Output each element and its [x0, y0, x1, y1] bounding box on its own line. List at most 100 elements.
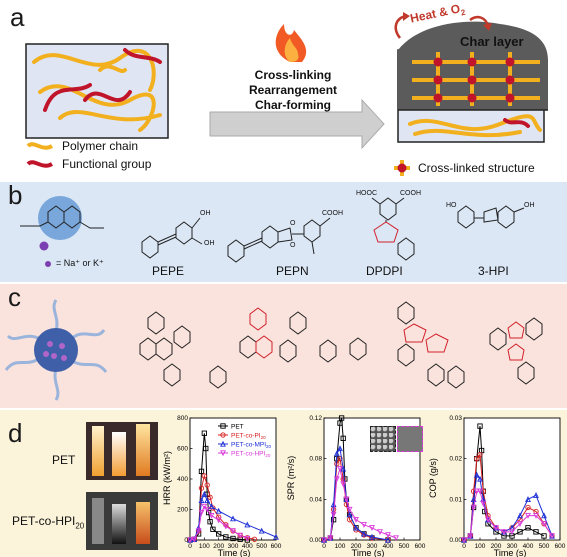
panel-c-structures — [4, 299, 543, 401]
sample-photo-3 — [136, 502, 150, 544]
y-tick-label: 800 — [177, 415, 188, 422]
data-point — [244, 521, 251, 528]
data-point — [340, 476, 346, 482]
data-point — [393, 535, 399, 542]
y-tick-label: 400 — [177, 476, 188, 483]
data-point — [541, 521, 547, 527]
legend-label: PET-co-HPI20 — [231, 451, 271, 459]
group-label-7: COOH — [322, 210, 343, 217]
data-point — [237, 532, 244, 539]
group-label-8: HO — [446, 202, 457, 209]
dpdpi-structure — [371, 197, 415, 261]
data-point — [517, 512, 523, 519]
data-point — [216, 531, 222, 537]
sample-photo-1 — [92, 498, 104, 544]
data-point — [473, 471, 480, 478]
data-point — [321, 537, 327, 544]
data-point — [203, 445, 209, 452]
data-point — [215, 517, 222, 524]
y-tick-label: 0 — [184, 537, 188, 544]
data-point — [191, 536, 198, 543]
flame-photo-3 — [136, 424, 150, 476]
legend-sub: 20 — [261, 435, 267, 440]
data-point — [461, 537, 467, 544]
legend-chain-icon — [26, 142, 54, 150]
data-point — [549, 533, 555, 540]
x-tick-label: 0 — [188, 543, 192, 550]
legend-crosslink-label: Cross-linked structure — [418, 161, 535, 175]
polymer-box — [25, 43, 169, 139]
legend-label: PET-co-MPI20 — [231, 442, 272, 450]
data-point — [369, 525, 375, 532]
x-tick-label: 500 — [539, 543, 550, 550]
ion-note: = Na⁺ or K⁺ — [56, 258, 104, 268]
legend-group-label: Functional group — [62, 157, 152, 171]
data-point — [205, 509, 212, 516]
process-line-3: Char-forming — [255, 98, 331, 112]
x-tick-label: 600 — [271, 543, 282, 550]
process-line-1: Cross-linking — [254, 68, 332, 82]
data-point — [474, 456, 480, 462]
data-point — [198, 509, 205, 516]
panel-d: d PET PET-co-HPI20 HRR (kW/m²) Time (s) … — [0, 410, 567, 557]
data-point — [258, 527, 265, 534]
data-point — [369, 535, 375, 541]
data-point — [340, 465, 347, 472]
data-point — [251, 536, 258, 542]
data-point — [198, 468, 205, 475]
group-label-9: OH — [524, 202, 535, 209]
data-point — [201, 473, 207, 479]
data-point — [198, 485, 205, 491]
photo-label-co: PET-co-HPI20 — [12, 514, 84, 530]
group-label-1: OH — [200, 210, 211, 217]
legend-marker — [220, 432, 226, 438]
y-tick-label: 600 — [177, 446, 188, 453]
data-point — [230, 528, 236, 535]
data-point — [337, 466, 343, 473]
molecule-label-3hpi: 3-HPI — [478, 264, 509, 278]
data-point — [541, 512, 547, 519]
group-label-2: OH — [204, 240, 215, 247]
series-2 — [187, 491, 279, 543]
data-point — [477, 451, 483, 458]
data-point — [207, 494, 213, 500]
process-text: Cross-linking Rearrangement Char-forming — [233, 68, 353, 113]
data-point — [361, 530, 367, 537]
structure-c1 — [139, 311, 191, 387]
data-point — [385, 532, 391, 539]
spr-inset-images — [370, 426, 423, 454]
x-tick-label: 400 — [242, 543, 253, 550]
x-tick-label: 100 — [475, 543, 486, 550]
lower-chains — [408, 114, 542, 138]
pepn-structure — [227, 217, 331, 263]
data-point — [541, 533, 547, 539]
series-3 — [461, 488, 555, 544]
process-line-2: Rearrangement — [248, 83, 338, 97]
polymer-chains — [32, 48, 162, 132]
panel-c-label: c — [8, 282, 21, 312]
data-point — [208, 512, 215, 519]
legend-chain-label: Polymer chain — [62, 139, 139, 153]
data-point — [327, 535, 334, 542]
data-point — [201, 430, 207, 436]
x-tick-label: 600 — [415, 543, 426, 550]
crosslink-nodes — [433, 57, 515, 103]
data-point — [273, 533, 279, 540]
x-tick-label: 200 — [351, 543, 362, 550]
process-arrow — [209, 98, 385, 150]
data-point — [517, 529, 523, 535]
spr-xlabel: Time (s) — [352, 548, 385, 557]
inset-image-hpi — [397, 426, 423, 452]
legend-group-icon — [26, 160, 54, 168]
group-label-6: COOH — [400, 190, 421, 197]
data-point — [346, 506, 353, 513]
data-point — [340, 481, 347, 488]
data-point — [204, 497, 211, 504]
legend-text: PET-co-HPI — [231, 451, 266, 458]
data-point — [525, 525, 531, 531]
x-tick-label: 300 — [367, 543, 378, 550]
y-tick-label: 0.08 — [309, 456, 322, 463]
data-point — [369, 533, 375, 540]
panel-a: a — [0, 0, 567, 180]
